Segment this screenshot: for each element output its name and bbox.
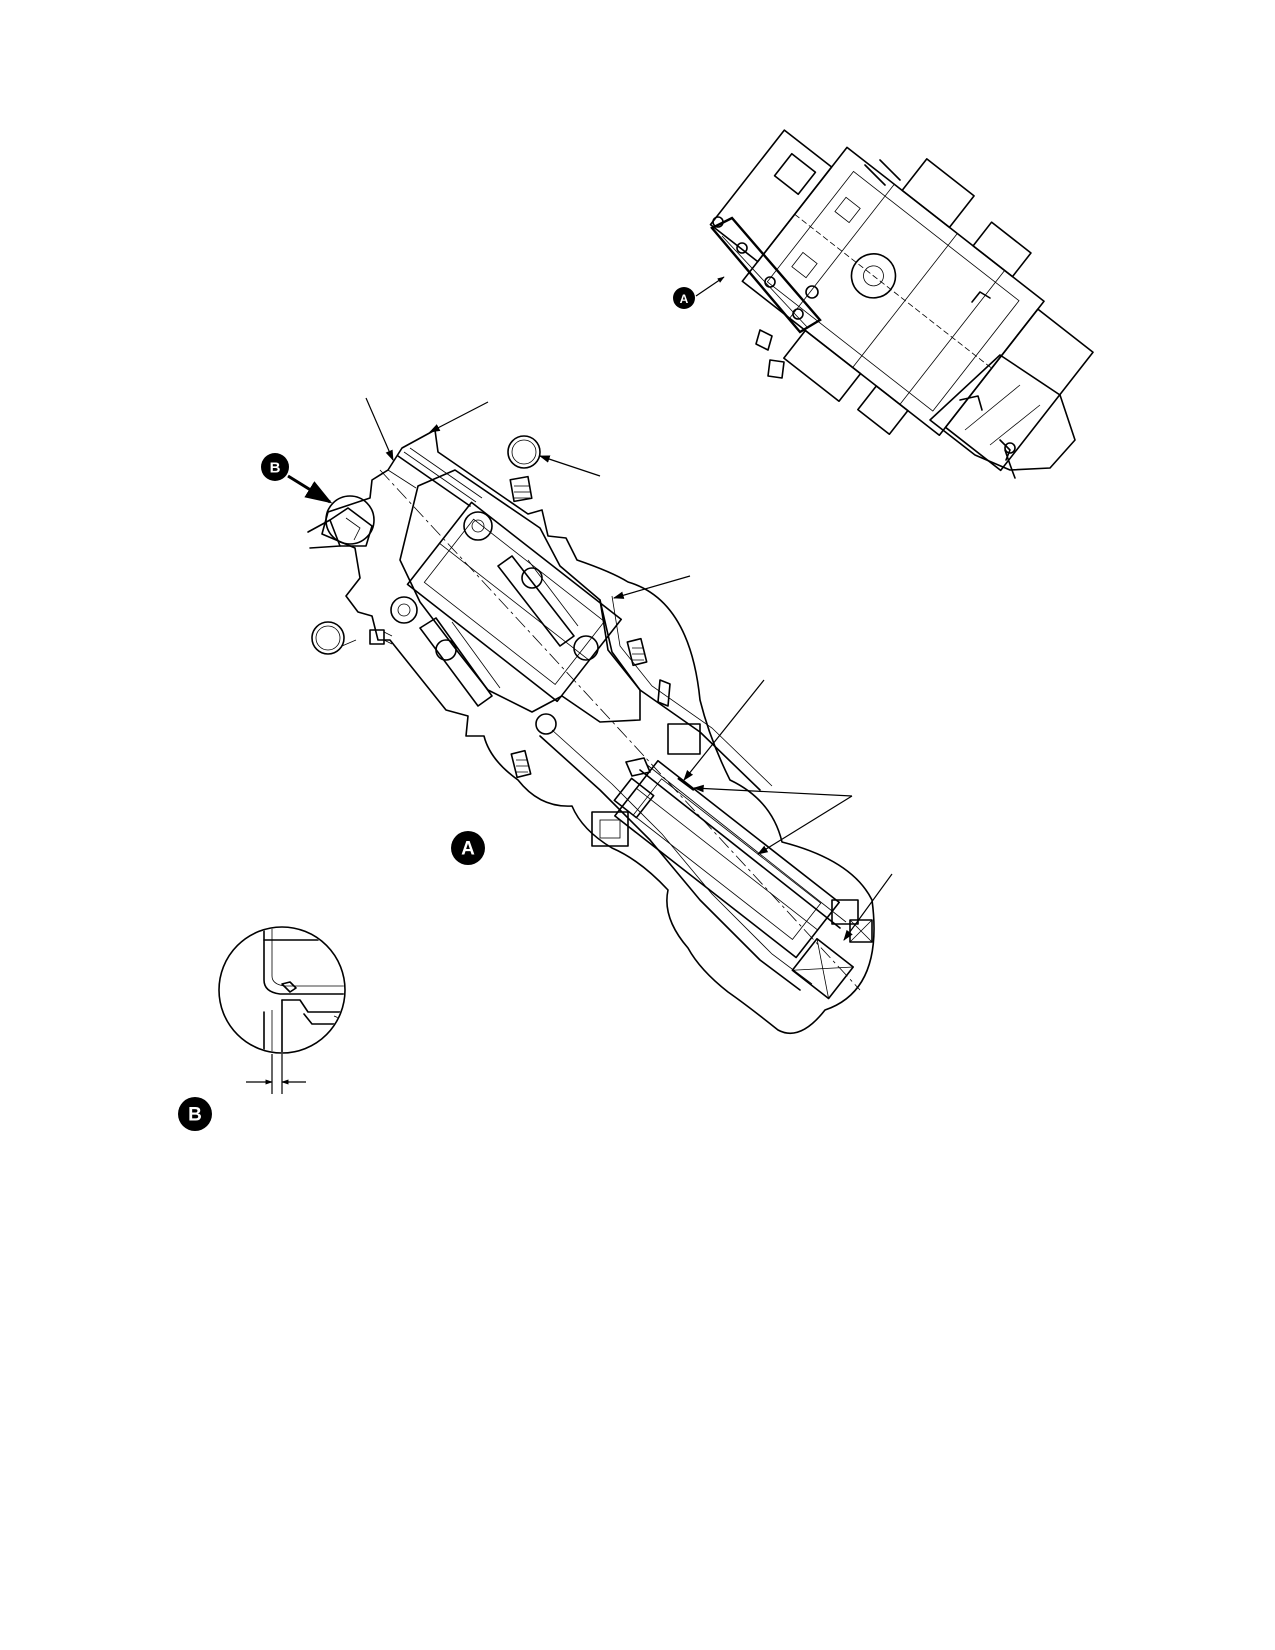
callout-a-main-label: A <box>461 839 475 860</box>
bolt-mid-right <box>626 637 648 667</box>
callout-b-main: B <box>261 453 289 481</box>
compressor-overview <box>695 129 1094 479</box>
leader-lines <box>365 397 893 941</box>
callout-a-small: A <box>673 287 695 309</box>
callout-a-main: A <box>451 831 485 865</box>
callout-a-small-label: A <box>680 292 689 306</box>
callout-b-detail: B <box>178 1097 212 1131</box>
bolt-top <box>509 475 533 503</box>
bolt-mid-left <box>510 749 532 779</box>
bolt-left <box>369 629 393 645</box>
callout-b-main-label: B <box>270 460 281 477</box>
callout-b-detail-label: B <box>188 1105 202 1126</box>
section-view-a <box>307 429 875 1035</box>
detail-b-view <box>218 926 346 1094</box>
